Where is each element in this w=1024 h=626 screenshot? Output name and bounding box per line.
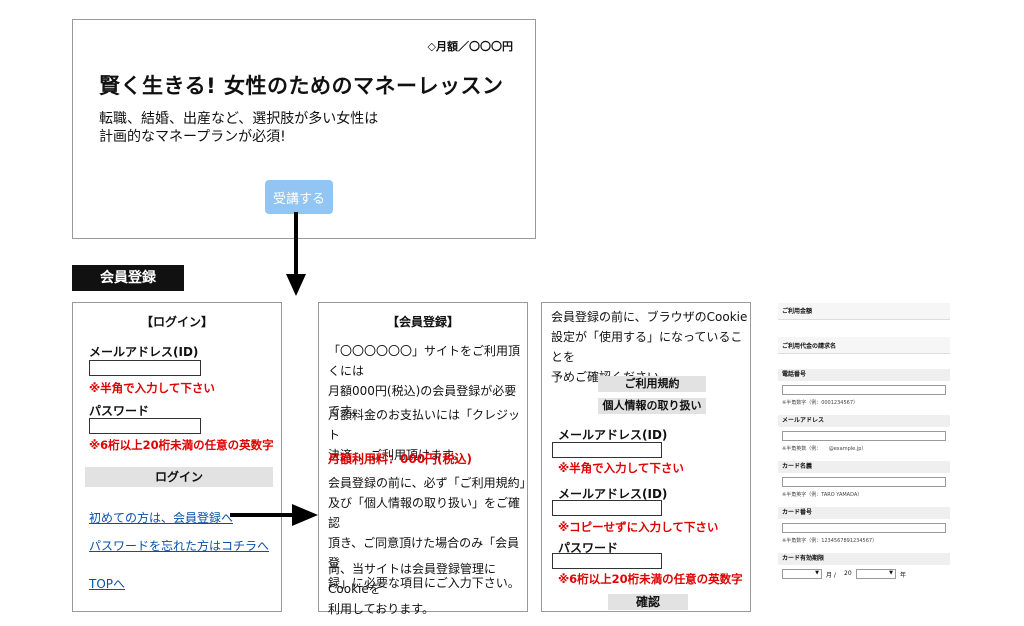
text-line: 決済」、ご利用頂けます。 [328,448,465,462]
course-description-line: 計画的なマネープランが必須! [99,129,286,145]
expiry-year-suffix: 年 [900,572,907,579]
text-line: 頂き、ご同意頂けた場合のみ「会員登 [328,536,520,570]
expiry-year-prefix: 20 [844,570,852,577]
section-label: 会員登録 [72,265,184,291]
payment-card-number-label: カード番号 [778,507,950,519]
login-password-input[interactable] [89,418,201,434]
registration-form-panel: 会員登録の前に、ブラウザのCookie 設定が「使用する」になっていることを 予… [541,302,751,612]
chevron-down-icon: ▼ [815,570,819,576]
payment-amount-label: ご利用金額 [782,308,813,315]
register-link[interactable]: 初めての方は、会員登録へ [89,511,234,525]
text-line: 月額000円(税込)の会員登録が必要 [328,384,517,398]
terms-button[interactable]: ご利用規約 [598,376,706,392]
course-description-line: 転職、結婚、出産など、選択肢が多い女性は [99,111,379,127]
expiry-year-select[interactable]: ▼ [856,569,896,579]
payment-card-name-label: カード名義 [778,461,950,473]
login-panel: 【ログイン】 メールアドレス(ID) ※半角で入力して下さい パスワード ※6桁… [72,302,282,612]
confirm-button[interactable]: 確認 [608,594,688,610]
login-email-note: ※半角で入力して下さい [89,381,215,395]
login-email-label: メールアドレス(ID) [89,345,199,359]
register-info-panel: 【会員登録】 「〇〇〇〇〇〇」サイトをご利用頂くには 月額000円(税込)の会員… [318,302,532,616]
text-line: 設定が「使用する」になっていることを [551,330,743,364]
top-link[interactable]: TOPへ [89,577,126,591]
course-hero-card: ◇月額／〇〇〇円 賢く生きる! 女性のためのマネーレッスン 転職、結婚、出産など… [72,19,536,239]
text-line: 会員登録の前に、ブラウザのCookie [551,310,748,324]
register-paragraph-1: 「〇〇〇〇〇〇」サイトをご利用頂くには 月額000円(税込)の会員登録が必要 で… [328,341,528,421]
payment-card-number-note: ※半角数字（例：1234567891234567） [782,538,878,544]
payment-email-note: ※半角英数（例： @example.jp） [782,446,867,452]
text-line: です。 [328,404,363,418]
forgot-password-link[interactable]: パスワードを忘れた方はコチラへ [89,539,270,553]
login-email-input[interactable] [89,360,201,376]
payment-row-billing: ご利用代金の請求名 [778,337,950,354]
login-button[interactable]: ログイン [85,467,273,487]
text-line: 利用しております。 [328,602,435,616]
reg-email-confirm-input[interactable] [552,500,662,516]
expiry-month-select[interactable]: ▼ [782,569,822,579]
payment-expiry-label: カード有効期限 [778,553,950,565]
text-line: 尚、当サイトは会員登録管理にCookieを [328,562,497,596]
monthly-fee: 月額利用料：000円(税込) [328,452,473,466]
reg-email-label: メールアドレス(ID) [558,428,668,442]
text-line: 録」に必要な項目にご入力下さい。 [328,576,520,590]
expiry-month-suffix: 月 / [826,572,836,579]
login-password-label: パスワード [89,404,150,418]
login-password-note: ※6桁以上20桁未満の任意の英数字 [89,438,274,452]
payment-billing-label: ご利用代金の請求名 [782,343,837,350]
login-heading: 【ログイン】 [140,315,213,329]
payment-phone-input[interactable] [782,385,946,395]
payment-card-number-input[interactable] [782,523,946,533]
register-paragraph-3: 会員登録の前に、必ず「ご利用規約」 及び「個人情報の取り扱い」をご確認 頂き、ご… [328,473,532,593]
flow-arrow-right-icon [230,504,318,526]
cookie-notice: 会員登録の前に、ブラウザのCookie 設定が「使用する」になっていることを 予… [551,307,751,387]
privacy-button[interactable]: 個人情報の取り扱い [598,398,706,414]
reg-password-input[interactable] [552,553,662,569]
reg-password-note: ※6桁以上20桁未満の任意の英数字 [558,572,743,586]
reg-password-label: パスワード [558,541,619,555]
payment-card-name-input[interactable] [782,477,946,487]
payment-form: ご利用金額 ご利用代金の請求名 電話番号 ※半角数字（例：0001234567）… [778,303,950,588]
payment-email-input[interactable] [782,431,946,441]
text-line: 月額料金のお支払いには「クレジット [328,408,521,442]
text-line: 会員登録の前に、必ず「ご利用規約」 [328,476,532,490]
payment-phone-label: 電話番号 [778,369,950,381]
register-paragraph-4: 尚、当サイトは会員登録管理にCookieを 利用しております。 [328,559,528,619]
enroll-button[interactable]: 受講する [265,180,333,214]
chevron-down-icon: ▼ [889,570,893,576]
text-line: 及び「個人情報の取り扱い」をご確認 [328,496,521,530]
reg-email-input[interactable] [552,442,662,458]
reg-email-confirm-note: ※コピーせずに入力して下さい [558,520,719,534]
monthly-price: ◇月額／〇〇〇円 [427,40,513,53]
register-heading: 【会員登録】 [386,315,459,329]
flow-arrow-down-icon [286,212,306,296]
payment-row-amount: ご利用金額 [778,303,950,320]
payment-email-label: メールアドレス [778,415,950,427]
course-title: 賢く生きる! 女性のためのマネーレッスン [99,74,504,98]
course-description: 転職、結婚、出産など、選択肢が多い女性は 計画的なマネープランが必須! [99,110,378,146]
payment-card-name-note: ※半角英字（例：TARO YAMADA） [782,492,863,498]
reg-email-note: ※半角で入力して下さい [558,461,684,475]
register-paragraph-2: 月額料金のお支払いには「クレジット 決済」、ご利用頂けます。 [328,405,528,465]
text-line: 「〇〇〇〇〇〇」サイトをご利用頂くには [328,344,521,378]
reg-email-confirm-label: メールアドレス(ID) [558,487,668,501]
payment-phone-note: ※半角数字（例：0001234567） [782,400,859,406]
